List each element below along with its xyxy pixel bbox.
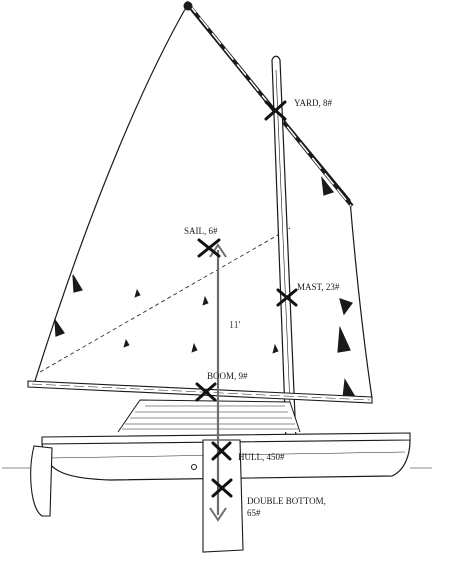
hull-marker bbox=[211, 441, 232, 461]
dimension-label: 11' bbox=[229, 320, 241, 331]
yard-label: YARD, 8# bbox=[294, 98, 333, 108]
boom-spar bbox=[27, 380, 373, 404]
sail-marker bbox=[197, 238, 221, 258]
mast-marker bbox=[276, 288, 298, 307]
double-bottom-marker bbox=[211, 478, 233, 498]
height-dimension-line bbox=[209, 243, 227, 522]
boom-label: BOOM, 9# bbox=[207, 371, 248, 381]
hull-label: HULL, 450# bbox=[238, 452, 285, 462]
hull bbox=[30, 399, 411, 553]
mast-spar bbox=[271, 55, 297, 441]
sail-label: SAIL, 6# bbox=[184, 226, 218, 236]
double-bottom-label: DOUBLE BOTTOM, bbox=[247, 496, 326, 506]
double-bottom-weight: 65# bbox=[247, 508, 261, 518]
yard-marker bbox=[264, 100, 287, 121]
boom-marker bbox=[195, 382, 217, 402]
sail bbox=[33, 3, 373, 399]
mast-label: MAST, 23# bbox=[297, 282, 340, 292]
